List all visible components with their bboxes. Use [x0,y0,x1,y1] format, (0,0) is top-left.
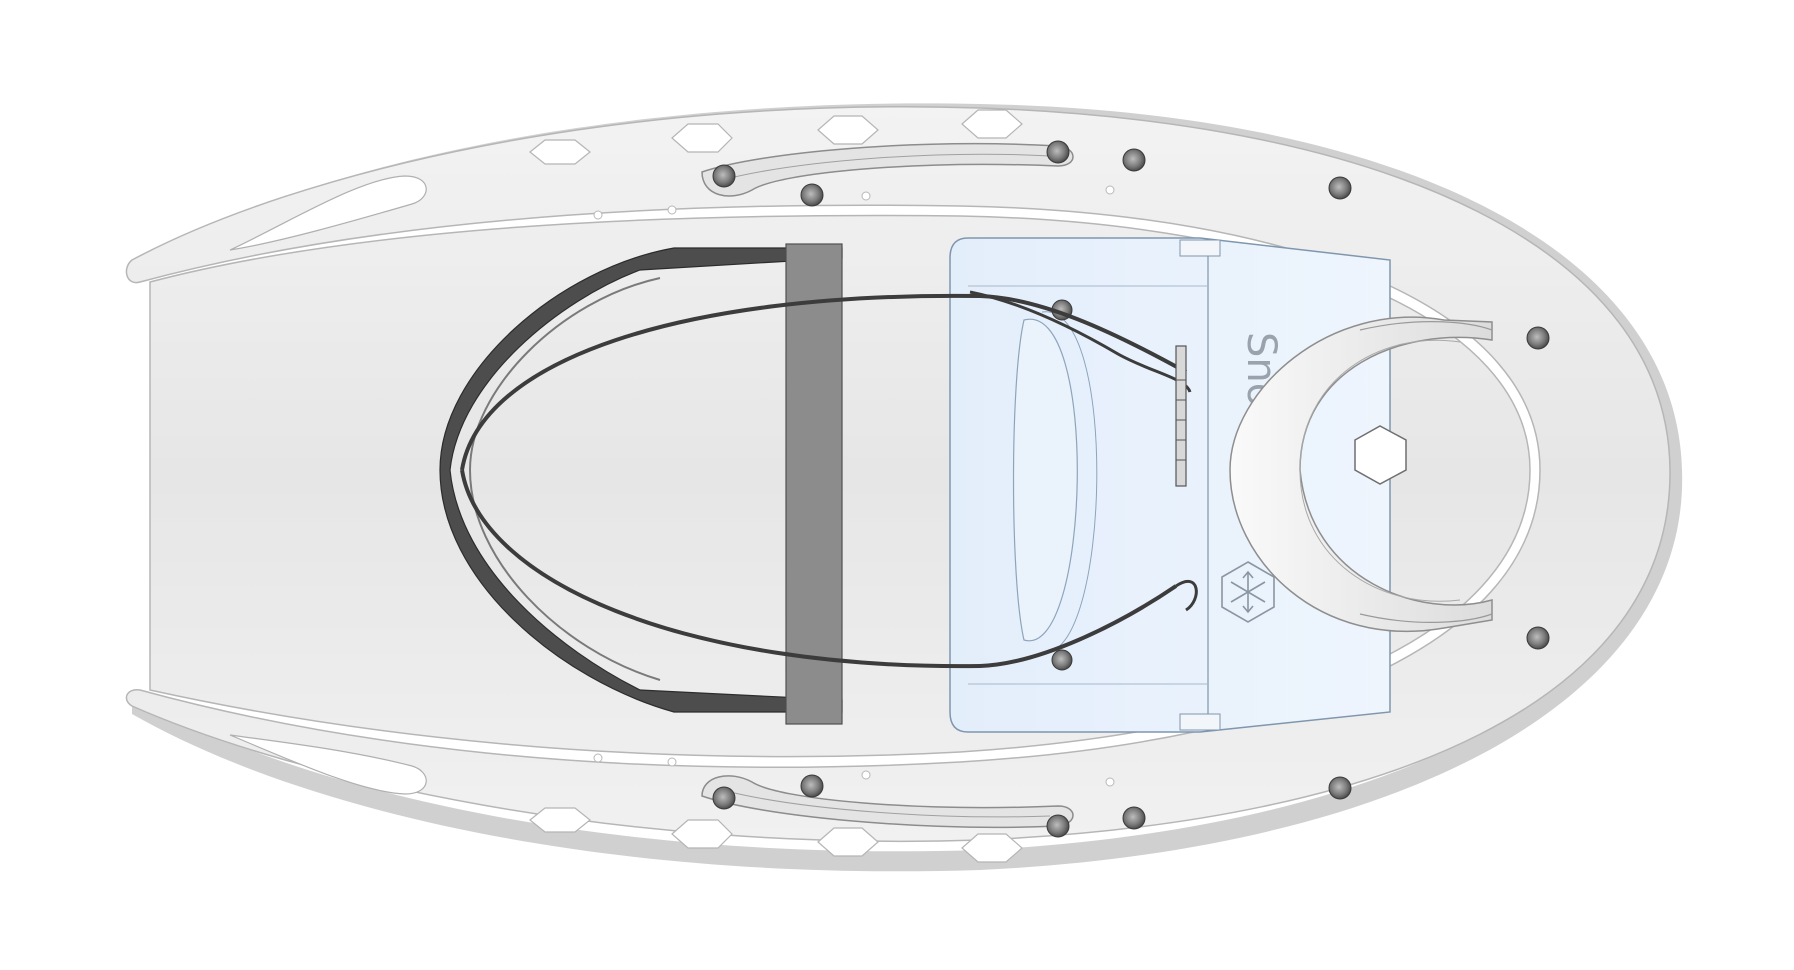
pin-hole [667,757,677,767]
front-strap [439,243,843,725]
bolt-icon [1328,776,1352,800]
heel-cup [1229,316,1493,633]
pin-hole [593,753,603,763]
bolt-icon [800,774,824,798]
hex-cutout [961,833,1023,863]
plate-tab [1179,239,1221,257]
hex-cutout [529,807,591,833]
bolt-icon [712,164,736,188]
frame-hex-cutouts-bottom [529,807,1023,863]
bolt-icon [1046,814,1070,838]
hex-cutout [961,109,1023,139]
bolt-icon [800,183,824,207]
bolt-icon [1328,176,1352,200]
footbed-pad [1012,318,1078,642]
hex-cutout [529,139,591,165]
heel-cup-rim [1359,321,1493,623]
traction-bar-bottom [701,775,1074,829]
bolt-icon [1122,148,1146,172]
frame-bolts [712,140,1550,838]
bolt-icon [1526,326,1550,350]
bungee-cord [460,290,1198,669]
plate-tab [1179,713,1221,731]
traction-bar-top [701,142,1074,197]
pin-hole [861,770,871,780]
front-slot-top [229,175,427,251]
hex-cutout [817,115,879,145]
pin-hole [861,191,871,201]
bolt-icon [1051,649,1073,671]
bolt-icon [1122,806,1146,830]
heel-cup-outer [1229,316,1493,633]
hex-cutout [817,827,879,857]
toe-strap-band [785,243,843,725]
pin-hole [1105,185,1115,195]
snowflake-logo-icon [1221,561,1275,623]
hex-nut-icon [1354,425,1407,485]
bolt-icon [712,786,736,810]
bolt-icon [1046,140,1070,164]
frame-hex-cutouts-top [529,109,1023,165]
cord-tensioner [1175,345,1187,487]
pin-hole [593,210,603,220]
pin-hole [1105,777,1115,787]
pin-hole [667,205,677,215]
binding-plate [949,237,1391,733]
frame-pin-holes [593,185,1115,787]
bolt-icon [1526,626,1550,650]
hex-cutout [671,819,733,849]
snowshoe-frame [125,103,1683,872]
front-slot-bottom [229,734,427,795]
hex-cutout [671,123,733,153]
